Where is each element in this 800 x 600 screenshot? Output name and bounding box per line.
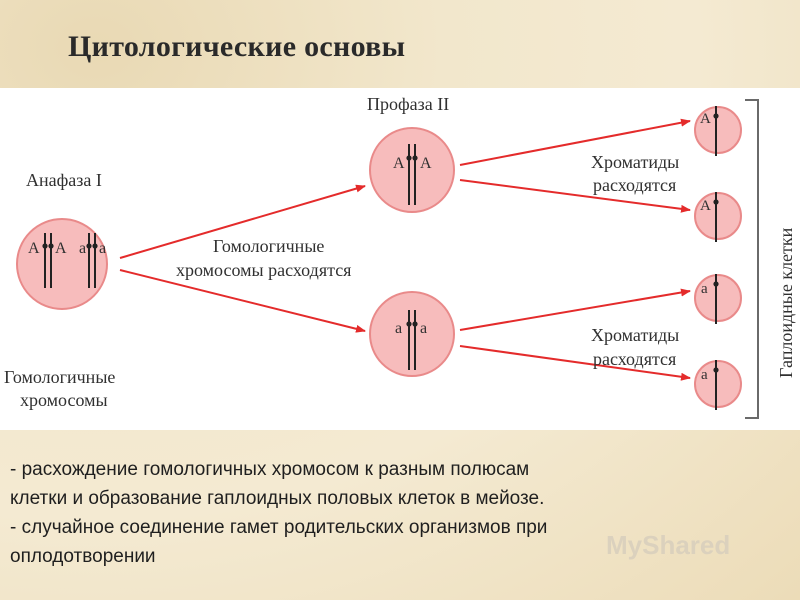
allele-label: A <box>420 155 432 172</box>
slide-body: - расхождение гомологичных хромосом к ра… <box>10 455 790 571</box>
haploid-cell-4: a <box>694 360 742 410</box>
meiosis-diagram: A A a a A A a a <box>0 88 800 430</box>
allele-label: a <box>420 320 427 337</box>
anaphase-label: Анафаза I <box>26 170 102 190</box>
prophase-cell-top: A A <box>369 127 455 213</box>
body-line: клетки и образование гаплоидных половых … <box>10 488 545 509</box>
haploid-cells-label: Гаплоидные клетки <box>776 227 796 378</box>
allele-label: A <box>700 111 711 127</box>
body-line: - случайное соединение гамет родительски… <box>10 517 548 538</box>
homologous-chromosomes-label-line2: хромосомы <box>20 390 108 410</box>
arrow-anaphase-to-prophase-top <box>119 184 366 259</box>
haploid-bracket <box>745 99 759 419</box>
slide-title: Цитологические основы <box>68 30 406 63</box>
arrow-prophase-bottom-to-cell-4 <box>459 345 691 381</box>
homologs-separate-label-line2: хромосомы расходятся <box>176 260 351 280</box>
allele-label: A <box>393 155 405 172</box>
arrow-prophase-bottom-to-cell-3 <box>459 288 691 331</box>
chromatids-bottom-label-line1: Хроматиды <box>591 325 679 345</box>
homologous-chromosomes-label-line1: Гомологичные <box>4 367 115 387</box>
chromatids-bottom-label-line2: расходятся <box>593 349 676 369</box>
haploid-cell-1: A <box>694 106 742 156</box>
haploid-cell-2: A <box>694 192 742 242</box>
haploid-cell-3: a <box>694 274 742 324</box>
allele-label: A <box>700 198 711 214</box>
anaphase-cell: A A a a <box>16 218 108 310</box>
allele-label: a <box>395 320 402 337</box>
allele-label: a <box>79 240 86 257</box>
prophase-label: Профаза II <box>367 94 449 114</box>
meiosis-diagram-svg: A A a a A A a a <box>4 94 796 419</box>
body-line: - расхождение гомологичных хромосом к ра… <box>10 459 530 480</box>
arrow-anaphase-to-prophase-bottom <box>119 269 366 333</box>
arrow-prophase-top-to-cell-1 <box>459 118 691 166</box>
allele-label: a <box>99 240 106 257</box>
chromatids-top-label-line2: расходятся <box>593 175 676 195</box>
watermark: MyShared <box>606 530 731 560</box>
prophase-cell-bottom: a a <box>369 291 455 377</box>
homologs-separate-label-line1: Гомологичные <box>213 236 324 256</box>
allele-label: A <box>28 240 40 257</box>
allele-label: A <box>55 240 67 257</box>
allele-label: a <box>701 367 708 383</box>
allele-label: a <box>701 281 708 297</box>
body-line: оплодотворении <box>10 546 156 567</box>
chromatids-top-label-line1: Хроматиды <box>591 152 679 172</box>
arrow-prophase-top-to-cell-2 <box>459 179 691 213</box>
